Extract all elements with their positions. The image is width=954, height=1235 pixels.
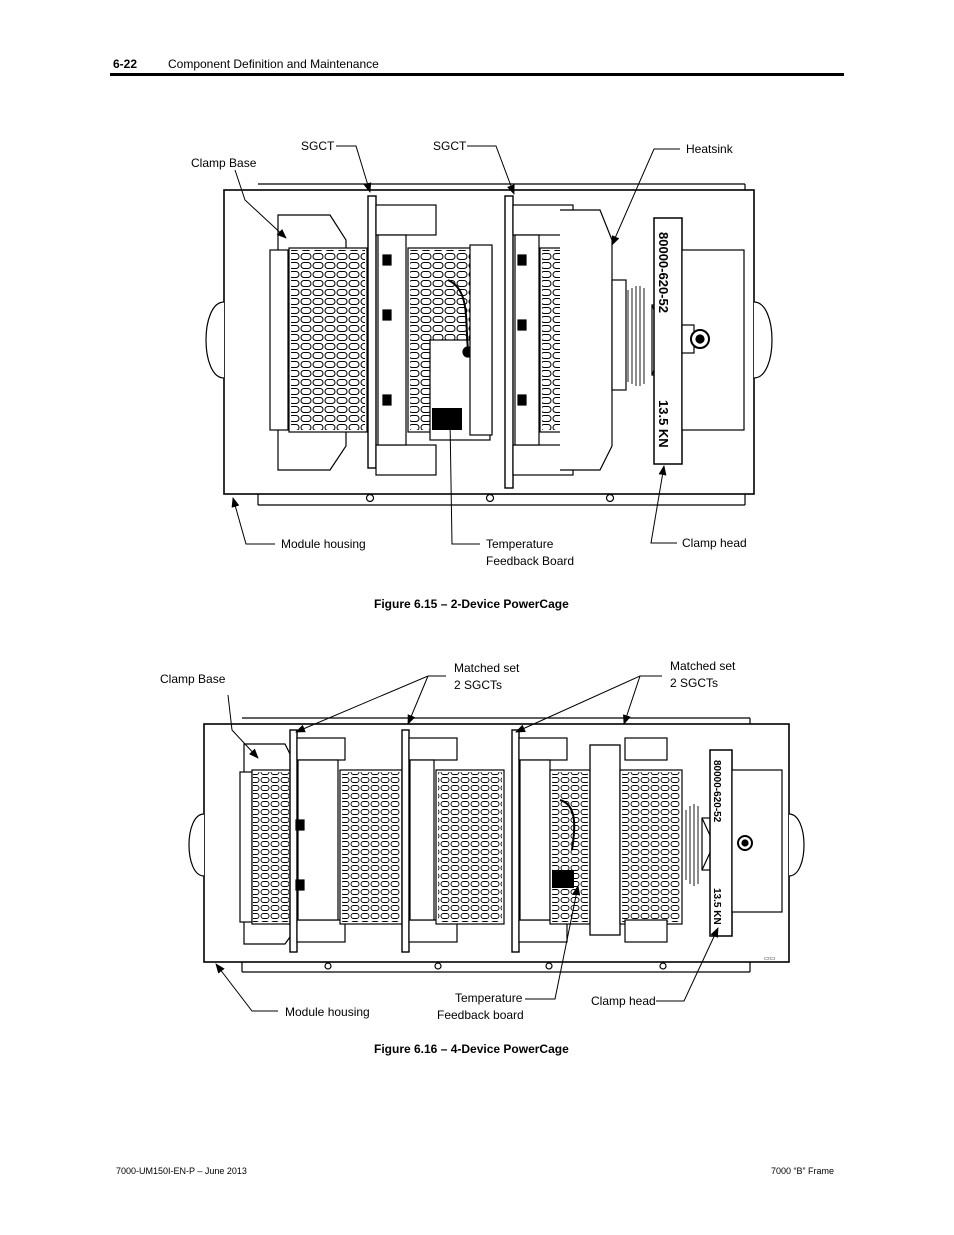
label-sgct-left: SGCT: [301, 139, 335, 153]
leader-module-housing: [231, 497, 275, 545]
leader-module-housing-2: [215, 963, 278, 1012]
label-matched-set-right-2: 2 SGCTs: [670, 676, 719, 690]
svg-text:▭▭: ▭▭: [764, 956, 776, 962]
plate-rating-2: 13.5 KN: [711, 888, 722, 925]
figure-caption-6-15: Figure 6.15 – 2-Device PowerCage: [374, 597, 569, 611]
leader-temperature-board-2: [525, 885, 581, 1000]
label-module-housing-2: Module housing: [285, 1005, 370, 1019]
section-title: Component Definition and Maintenance: [168, 57, 379, 71]
leader-clamp-head-2: [656, 927, 719, 1002]
plate-part-number: 80000-620-52: [656, 232, 671, 313]
label-matched-set-left-1: Matched set: [454, 661, 520, 675]
leader-matched-set-left-b: [407, 675, 429, 725]
label-module-housing-1: Module housing: [281, 537, 366, 551]
label-sgct-right: SGCT: [433, 139, 467, 153]
leader-sgct-right: [467, 145, 515, 195]
figure-caption-6-16: Figure 6.16 – 4-Device PowerCage: [374, 1042, 569, 1056]
leader-clamp-head: [650, 465, 677, 544]
leader-matched-set-right-b: [623, 675, 641, 725]
leader-sgct-left: [336, 145, 372, 193]
label-temperature-2a: Temperature: [455, 991, 523, 1005]
label-matched-set-left-2: 2 SGCTs: [454, 678, 503, 692]
label-temperature-1b: Feedback Board: [486, 554, 575, 568]
label-clamp-head-1: Clamp head: [682, 536, 747, 550]
label-clamp-head-2: Clamp head: [591, 994, 656, 1008]
plate-rating: 13.5 KN: [656, 400, 671, 448]
page-number: 6-22: [113, 57, 138, 71]
footer-publication: 7000-UM150I-EN-P – June 2013: [116, 1166, 247, 1176]
label-clamp-base-1: Clamp Base: [191, 156, 257, 170]
header-rule: [110, 73, 844, 76]
label-heatsink: Heatsink: [686, 142, 733, 156]
figure-2-device-powercage: 80000-620-52 13.5 KN: [205, 145, 773, 545]
leader-temperature-board: [446, 419, 480, 545]
leader-heatsink: [611, 148, 680, 246]
leader-clamp-base: [234, 169, 287, 239]
leader-clamp-base-2: [227, 694, 259, 759]
label-temperature-1a: Temperature: [486, 537, 554, 551]
footer-product: 7000 “B” Frame: [770, 1166, 834, 1176]
label-matched-set-right-1: Matched set: [670, 659, 736, 673]
label-temperature-2b: Feedback board: [437, 1008, 524, 1022]
label-clamp-base-2: Clamp Base: [160, 672, 226, 686]
plate-part-number-2: 80000-620-52: [711, 760, 722, 823]
